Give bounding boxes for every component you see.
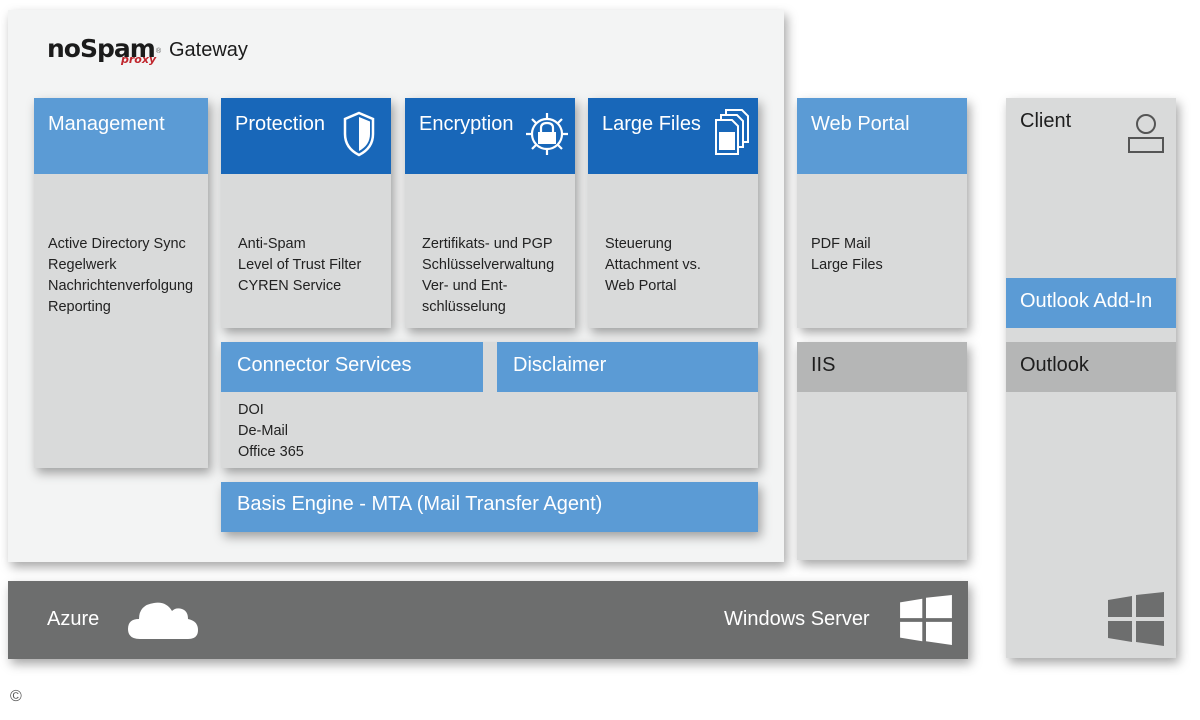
- iis-title: IIS: [797, 342, 967, 392]
- windows-server-label: Windows Server: [724, 608, 870, 630]
- list-item: Web Portal: [605, 278, 677, 294]
- list-item: Ver- und Ent-: [422, 278, 508, 294]
- windows-logo-icon: [900, 595, 952, 645]
- copyright-mark: ©: [10, 688, 22, 705]
- list-item: Nachrichtenverfolgung: [48, 278, 194, 294]
- module-protection-items: Anti-Spam Level of Trust Filter CYREN Se…: [238, 234, 361, 297]
- module-management-items: Active Directory Sync Regelwerk Nachrich…: [48, 234, 193, 318]
- list-item: Office 365: [238, 444, 304, 460]
- web-portal-items: PDF Mail Large Files: [811, 234, 883, 276]
- cloud-icon: [128, 602, 198, 639]
- iis-panel: IIS: [797, 342, 967, 560]
- connector-services-items: DOI De-Mail Office 365: [238, 400, 304, 463]
- logo-wordmark: noSpam: [47, 34, 156, 63]
- disclaimer-title: Disclaimer: [497, 342, 758, 392]
- basis-engine-bar: Basis Engine - MTA (Mail Transfer Agent): [221, 482, 758, 532]
- list-item: Active Directory Sync: [48, 236, 186, 252]
- azure-label: Azure: [47, 608, 100, 630]
- list-item: Anti-Spam: [238, 236, 306, 252]
- list-item: Large Files: [811, 257, 883, 273]
- logo-sub: proxy: [121, 53, 157, 66]
- module-encryption-items: Zertifikats- und PGP Schlüsselverwaltung…: [422, 234, 554, 318]
- list-item: schlüsselung: [422, 299, 506, 315]
- list-item: Attachment vs.: [605, 257, 701, 273]
- web-portal-title: Web Portal: [797, 98, 967, 174]
- module-large-files: Large Files Steuerung Attachment vs. Web…: [588, 98, 758, 328]
- web-portal-panel: Web Portal PDF Mail Large Files: [797, 98, 967, 328]
- module-protection: Protection Anti-Spam Level of Trust Filt…: [221, 98, 391, 328]
- list-item: De-Mail: [238, 423, 288, 439]
- nospam-proxy-logo: noSpam proxy ® Gateway: [47, 34, 267, 74]
- list-item: Schlüsselverwaltung: [422, 257, 555, 273]
- shield-icon: [343, 111, 375, 157]
- documents-icon: [715, 109, 749, 155]
- windows-logo-icon: [1108, 592, 1164, 646]
- list-item: Reporting: [48, 299, 111, 315]
- user-icon: [1128, 114, 1164, 153]
- list-item: DOI: [238, 402, 264, 418]
- connector-services-title: Connector Services: [221, 342, 483, 392]
- module-management-title: Management: [34, 98, 208, 174]
- platform-bar: Azure Windows Server: [8, 581, 968, 659]
- client-panel: Client Outlook Add-In Outlook: [1006, 98, 1176, 658]
- list-item: Steuerung: [605, 236, 672, 252]
- product-name: Gateway: [169, 39, 248, 61]
- module-management: Management Active Directory Sync Regelwe…: [34, 98, 208, 468]
- list-item: PDF Mail: [811, 236, 871, 252]
- outlook-bar: Outlook: [1006, 342, 1176, 392]
- client-title: Client: [1020, 110, 1072, 132]
- list-item: Level of Trust Filter: [238, 257, 362, 273]
- list-item: Zertifikats- und PGP: [422, 236, 553, 252]
- logo-registered: ®: [156, 48, 162, 55]
- lock-gear-icon: [526, 113, 568, 155]
- outlook-addin-bar: Outlook Add-In: [1006, 278, 1176, 328]
- module-encryption: Encryption Zertifikats- und PGP Schlüsse…: [405, 98, 575, 328]
- module-large-files-items: Steuerung Attachment vs. Web Portal: [605, 234, 701, 297]
- list-item: Regelwerk: [48, 257, 117, 273]
- list-item: CYREN Service: [238, 278, 342, 294]
